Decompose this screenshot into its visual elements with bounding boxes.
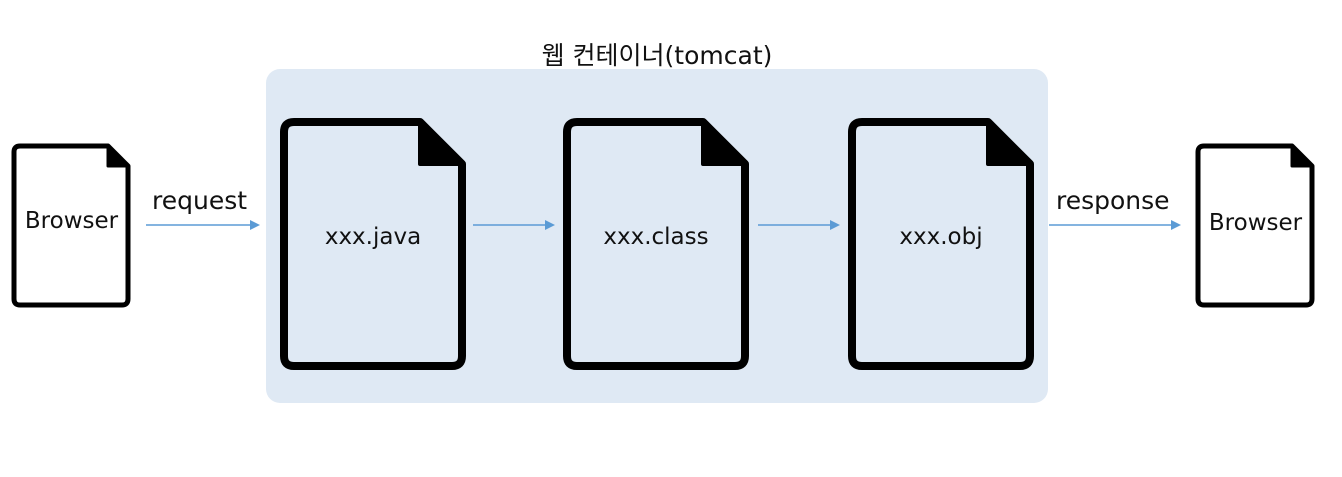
obj-document: xxx.obj (848, 118, 1034, 370)
request-arrow (146, 220, 260, 230)
request-label: request (152, 186, 248, 215)
document-icon (848, 118, 1034, 370)
class-to-obj-arrow (758, 220, 840, 230)
class-document: xxx.class (563, 118, 749, 370)
java-label: xxx.java (324, 224, 422, 250)
browser-right-label: Browser (1208, 210, 1303, 236)
document-icon (280, 118, 466, 370)
browser-left-document: Browser (11, 143, 131, 308)
document-icon (11, 143, 131, 308)
document-icon (1195, 143, 1315, 308)
document-icon (563, 118, 749, 370)
class-label: xxx.class (603, 224, 709, 250)
response-arrow (1049, 220, 1181, 230)
browser-left-label: Browser (24, 208, 119, 234)
obj-label: xxx.obj (899, 224, 983, 250)
browser-right-document: Browser (1195, 143, 1315, 308)
response-label: response (1056, 186, 1170, 215)
java-document: xxx.java (280, 118, 466, 370)
container-title: 웹 컨테이너(tomcat) (541, 41, 773, 70)
java-to-class-arrow (473, 220, 555, 230)
